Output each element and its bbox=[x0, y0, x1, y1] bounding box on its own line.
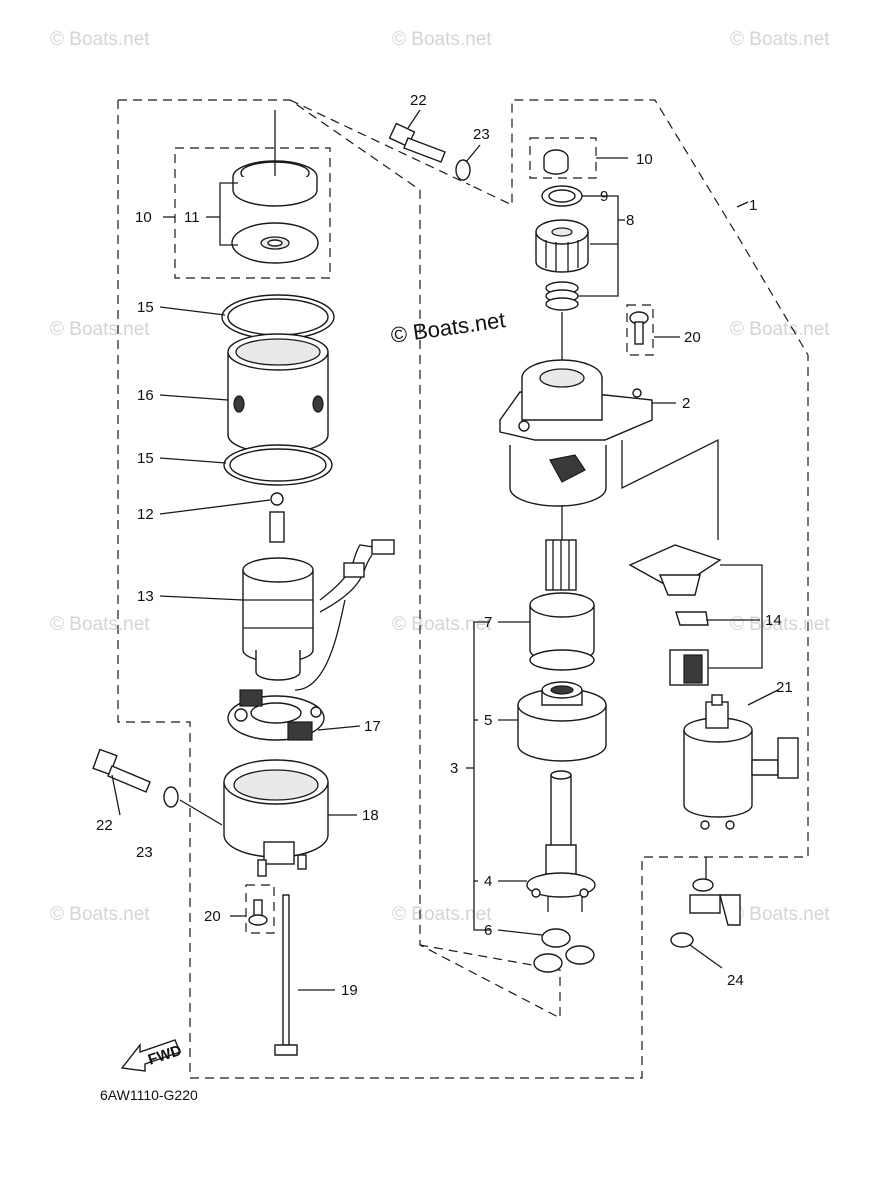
callout-10: 10 bbox=[636, 151, 653, 168]
fwd-arrow: FWD bbox=[120, 1039, 184, 1072]
part-o-ring-top bbox=[221, 294, 335, 340]
callout-22: 22 bbox=[410, 92, 427, 109]
part-cover-washer bbox=[231, 222, 319, 264]
part-output-shaft bbox=[526, 770, 596, 912]
watermarks: © Boats.net © Boats.net © Boats.net © Bo… bbox=[50, 29, 830, 925]
callout-19: 19 bbox=[341, 982, 358, 999]
part-planet-gears bbox=[533, 928, 595, 973]
part-screw-right bbox=[629, 311, 649, 345]
callout-3: 3 bbox=[450, 760, 458, 777]
callout-12: 12 bbox=[137, 506, 154, 523]
callout-15: 15 bbox=[137, 299, 154, 316]
part-cap bbox=[543, 149, 569, 175]
part-yoke-housing bbox=[227, 333, 329, 454]
callout-9: 9 bbox=[600, 188, 608, 205]
callout-10: 10 bbox=[135, 209, 152, 226]
leader-lines bbox=[111, 109, 779, 991]
watermark: © Boats.net bbox=[392, 904, 492, 925]
watermark: © Boats.net bbox=[50, 319, 150, 340]
watermark: © Boats.net bbox=[50, 29, 150, 50]
watermark: © Boats.net bbox=[730, 319, 830, 340]
callout-17: 17 bbox=[364, 718, 381, 735]
watermark: © Boats.net bbox=[50, 614, 150, 635]
callout-6: 6 bbox=[484, 922, 492, 939]
part-pinion-gear bbox=[535, 219, 589, 273]
part-stop-ring bbox=[541, 185, 583, 207]
part-bolt-top bbox=[388, 122, 446, 163]
callout-22: 22 bbox=[96, 817, 113, 834]
part-end-frame bbox=[223, 759, 329, 877]
diagram-code: 6AW1110-G220 bbox=[100, 1087, 198, 1103]
callout-2: 2 bbox=[682, 395, 690, 412]
callout-23: 23 bbox=[473, 126, 490, 143]
watermark: © Boats.net bbox=[50, 904, 150, 925]
part-through-bolt bbox=[274, 894, 298, 1056]
callout-7: 7 bbox=[484, 614, 492, 631]
callout-4: 4 bbox=[484, 873, 492, 890]
watermark: © Boats.net bbox=[730, 29, 830, 50]
callout-5: 5 bbox=[484, 712, 492, 729]
callout-8: 8 bbox=[626, 212, 634, 229]
part-brush-holder bbox=[227, 689, 325, 741]
fwd-label: FWD bbox=[146, 1042, 184, 1069]
callout-23: 23 bbox=[136, 844, 153, 861]
callout-numbers: 10 11 15 16 15 12 13 17 18 22 23 20 19 2… bbox=[96, 92, 793, 999]
part-armature bbox=[242, 511, 395, 691]
callout-21: 21 bbox=[776, 679, 793, 696]
part-nut-lead bbox=[670, 878, 741, 948]
watermark-center: © Boats.net bbox=[389, 307, 507, 348]
part-solenoid bbox=[683, 694, 799, 830]
callout-11: 11 bbox=[184, 209, 200, 226]
callout-13: 13 bbox=[137, 588, 154, 605]
part-drive-gear bbox=[529, 539, 595, 671]
callout-15: 15 bbox=[137, 450, 154, 467]
part-washer-left bbox=[163, 786, 179, 808]
callout-1: 1 bbox=[749, 197, 757, 214]
watermark: © Boats.net bbox=[730, 614, 830, 635]
assembly-boundaries bbox=[117, 99, 809, 1079]
part-spring bbox=[545, 281, 579, 311]
watermark: © Boats.net bbox=[392, 614, 492, 635]
part-gear-housing bbox=[517, 681, 607, 762]
callout-24: 24 bbox=[727, 972, 744, 989]
watermark: © Boats.net bbox=[730, 904, 830, 925]
part-o-ring-bottom bbox=[223, 444, 333, 486]
part-end-cover bbox=[232, 160, 318, 207]
callout-18: 18 bbox=[362, 807, 379, 824]
part-washer-top bbox=[455, 159, 471, 181]
callout-20: 20 bbox=[684, 329, 701, 346]
part-screw-left bbox=[248, 899, 268, 926]
callout-20: 20 bbox=[204, 908, 221, 925]
part-front-bracket bbox=[499, 359, 653, 507]
callout-14: 14 bbox=[765, 612, 782, 629]
watermark: © Boats.net bbox=[392, 29, 492, 50]
callout-16: 16 bbox=[137, 387, 154, 404]
part-steel-ball bbox=[270, 492, 284, 506]
part-bolt-left bbox=[92, 748, 151, 793]
part-shift-lever bbox=[628, 544, 722, 686]
